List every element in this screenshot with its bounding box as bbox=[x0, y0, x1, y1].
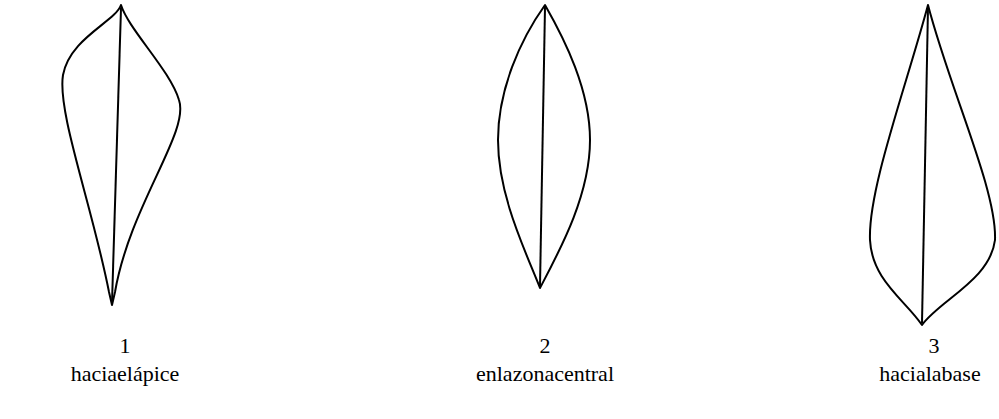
callout-number: 1 bbox=[120, 334, 131, 358]
leaf-midrib bbox=[922, 7, 928, 323]
callout-number: 3 bbox=[929, 334, 940, 358]
leaf-midrib bbox=[112, 8, 121, 303]
shape-label: enlazonacentral bbox=[476, 362, 614, 386]
leaf-outline bbox=[870, 5, 995, 325]
leaf-outline bbox=[498, 5, 590, 288]
shape-label: hacialabase bbox=[879, 362, 980, 386]
leaf-outline bbox=[62, 5, 180, 305]
leaf-midrib bbox=[540, 7, 545, 286]
shape-label: haciaelápice bbox=[71, 362, 180, 386]
callout-number: 2 bbox=[540, 334, 551, 358]
